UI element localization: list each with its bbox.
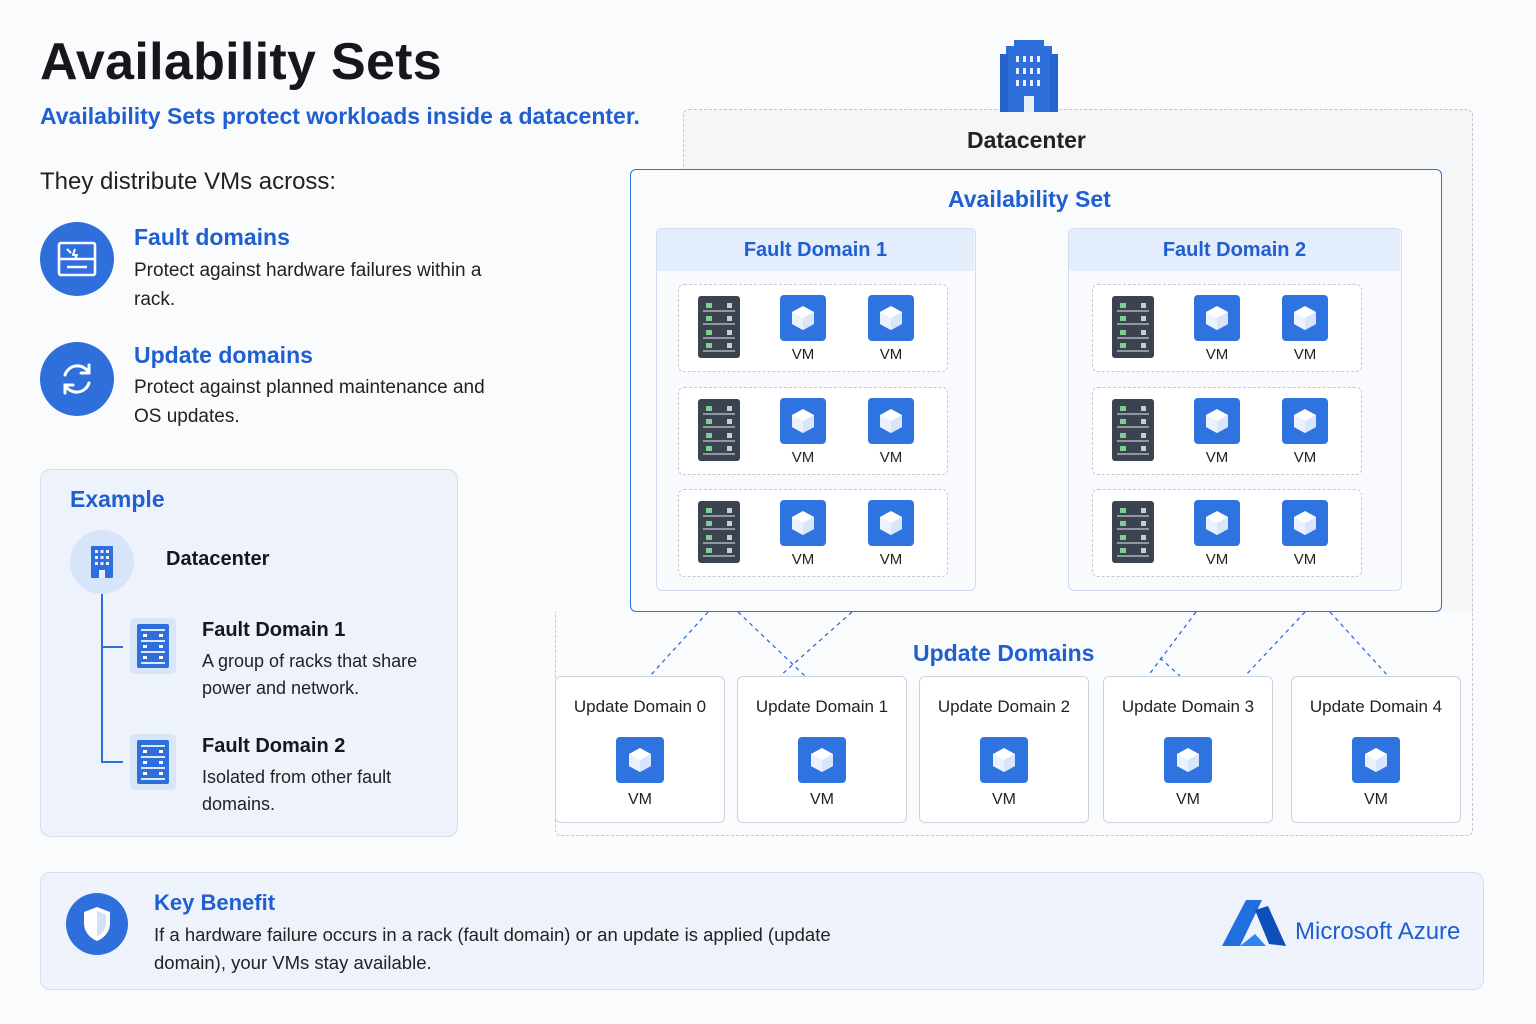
server-icon [1112,296,1154,358]
vm-label: VM [1293,346,1317,363]
feature-title-update-domains: Update domains [134,342,313,368]
vm-icon [868,398,914,444]
vm-icon [780,398,826,444]
key-benefit-desc: If a hardware failure occurs in a rack (… [154,924,831,973]
vm-label: VM [1176,791,1200,808]
vm-label: VM [791,551,815,568]
rack: VM VM [1092,284,1362,372]
vm-icon [780,295,826,341]
building-icon [1000,40,1058,112]
vm-icon [868,295,914,341]
rack: VM VM [678,387,948,475]
vm-label: VM [628,791,652,808]
vm-label: VM [1293,449,1317,466]
vm-icon [1164,737,1212,783]
update-domain-title: Update Domain 1 [755,697,889,716]
update-domain-box: Update Domain 4 VM [1291,676,1461,823]
server-rack-icon [40,222,114,296]
vm-icon [1282,500,1328,546]
vm-icon [616,737,664,783]
vm-icon [780,500,826,546]
availability-set-label: Availability Set [948,186,1111,212]
vm-label: VM [810,791,834,808]
feature-title-fault-domains: Fault domains [134,224,290,250]
vm-icon [1194,500,1240,546]
lead-text: They distribute VMs across: [40,168,337,195]
tree-connector [101,594,103,762]
vm-label: VM [879,346,903,363]
key-benefit-title: Key Benefit [154,890,276,915]
example-title: Example [70,486,165,512]
example-fault-domain-2-desc: Isolated from other fault domains. [202,767,392,814]
rack: VM VM [1092,387,1362,475]
feature-desc-fault-domains: Protect against hardware failures within… [134,260,482,310]
server-icon [698,399,740,461]
update-domains-heading: Update Domains [913,640,1095,666]
diagram-datacenter-label: Datacenter [967,127,1086,153]
vm-label: VM [1364,791,1388,808]
azure-logo-icon [1222,900,1286,946]
example-fault-domain-1-desc: A group of racks that share power and ne… [202,651,418,698]
vm-icon [1352,737,1400,783]
server-icon [1112,501,1154,563]
rack: VM VM [678,489,948,577]
server-icon [698,501,740,563]
vm-label: VM [1205,551,1229,568]
brand-name: Microsoft Azure [1295,918,1461,945]
building-icon [70,530,134,594]
rack: VM VM [1092,489,1362,577]
update-domain-title: Update Domain 4 [1309,697,1443,716]
feature-desc-update-domains: Protect against planned maintenance and … [134,377,485,427]
server-icon [1112,399,1154,461]
vm-label: VM [791,449,815,466]
vm-label: VM [879,449,903,466]
server-icon [130,618,176,674]
server-icon [698,296,740,358]
fault-domain-header: Fault Domain 1 [657,229,974,271]
update-domain-title: Update Domain 2 [937,697,1071,716]
rack: VM VM [678,284,948,372]
update-domain-box: Update Domain 0 VM [555,676,725,823]
update-domain-box: Update Domain 3 VM [1103,676,1273,823]
vm-icon [1194,398,1240,444]
tree-branch [101,646,123,648]
example-datacenter-label: Datacenter [166,548,270,570]
fault-domain-header: Fault Domain 2 [1069,229,1400,271]
server-icon [130,734,176,790]
update-domain-title: Update Domain 3 [1121,697,1255,716]
vm-label: VM [791,346,815,363]
refresh-icon [40,342,114,416]
vm-label: VM [992,791,1016,808]
shield-icon [66,893,128,955]
page-title: Availability Sets [40,33,443,91]
tree-branch [101,761,123,763]
vm-icon [1282,295,1328,341]
vm-icon [1194,295,1240,341]
vm-icon [868,500,914,546]
update-domain-title: Update Domain 0 [573,697,707,716]
example-fault-domain-2-title: Fault Domain 2 [202,735,346,757]
vm-label: VM [1205,346,1229,363]
page-subtitle: Availability Sets protect workloads insi… [40,103,640,129]
vm-icon [798,737,846,783]
vm-label: VM [879,551,903,568]
vm-icon [1282,398,1328,444]
example-fault-domain-1-title: Fault Domain 1 [202,619,346,641]
update-domain-box: Update Domain 1 VM [737,676,907,823]
vm-label: VM [1293,551,1317,568]
vm-icon [980,737,1028,783]
vm-label: VM [1205,449,1229,466]
update-domain-box: Update Domain 2 VM [919,676,1089,823]
